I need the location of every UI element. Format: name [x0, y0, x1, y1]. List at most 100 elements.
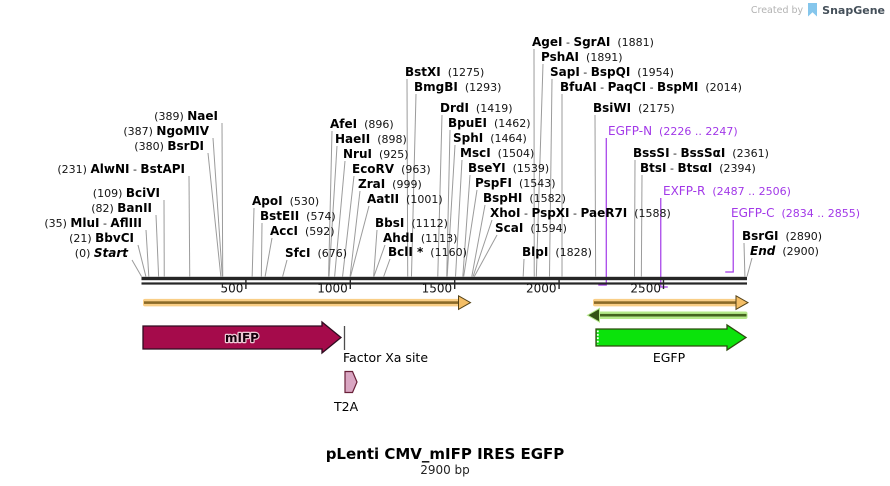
- feature-factor-xa-site[interactable]: Factor Xa site: [343, 326, 428, 365]
- svg-text:(231) AlwNI - BstAPI: (231) AlwNI - BstAPI: [57, 162, 185, 176]
- site-line-xhoi: [472, 219, 493, 277]
- site-label-btsi[interactable]: BtsI - BtsαI (2394): [640, 161, 756, 175]
- site-label-blpi[interactable]: BlpI (1828): [522, 245, 592, 259]
- site-label-bfuai[interactable]: BfuAI - PaqCI - BspMI (2014): [560, 80, 742, 94]
- site-label-bcli[interactable]: BclI * (1160): [388, 245, 467, 259]
- site-label-bseyi[interactable]: BseYI (1539): [468, 161, 549, 175]
- svg-text:BstXI (1275): BstXI (1275): [405, 65, 484, 79]
- site-label-bbsi[interactable]: BbsI (1112): [375, 216, 448, 230]
- svg-text:HaeII (898): HaeII (898): [335, 132, 407, 146]
- site-line-blpi: [522, 258, 525, 277]
- site-label-bbvci[interactable]: (21) BbvCI: [69, 231, 134, 245]
- feature-egfp[interactable]: EGFP: [595, 323, 748, 365]
- site-label-drdi[interactable]: DrdI (1419): [440, 101, 513, 115]
- site-line-bmgbi: [410, 93, 417, 277]
- site-label-acci[interactable]: AccI (592): [270, 224, 335, 238]
- ruler-line-top: [141, 276, 747, 281]
- site-label-bstxi[interactable]: BstXI (1275): [405, 65, 484, 79]
- plasmid-title: pLenti CMV_mIFP IRES EGFP: [325, 445, 565, 463]
- primer-label-egfp-n[interactable]: EGFP-N (2226 .. 2247): [608, 124, 738, 138]
- svg-text:BbsI (1112): BbsI (1112): [375, 216, 448, 230]
- svg-text:BsiWI (2175): BsiWI (2175): [593, 101, 675, 115]
- site-line-bsiwi: [594, 114, 597, 277]
- svg-text:EGFP-C (2834 .. 2855): EGFP-C (2834 .. 2855): [731, 206, 860, 220]
- site-label-banii[interactable]: (82) BanII: [91, 201, 152, 215]
- site-line-afei: [328, 130, 333, 277]
- site-label-nrui[interactable]: NruI (925): [343, 147, 409, 161]
- primer-label-exfp-r[interactable]: EXFP-R (2487 .. 2506): [663, 184, 791, 198]
- plasmid-length: 2900 bp: [420, 463, 470, 477]
- svg-text:BstEII (574): BstEII (574): [260, 209, 336, 223]
- site-label-sfci[interactable]: SfcI (676): [285, 246, 347, 260]
- site-label-ahdi[interactable]: AhdI (1113): [383, 231, 457, 245]
- svg-text:(82) BanII: (82) BanII: [91, 201, 152, 215]
- site-label-xhoi[interactable]: XhoI - PspXI - PaeR7I (1588): [490, 206, 671, 220]
- site-label-scai[interactable]: ScaI (1594): [495, 221, 567, 235]
- site-label-aatii[interactable]: AatII (1001): [367, 192, 443, 206]
- site-label-apoi[interactable]: ApoI (530): [252, 194, 319, 208]
- site-label-afei[interactable]: AfeI (896): [330, 117, 394, 131]
- svg-text:BmgBI (1293): BmgBI (1293): [414, 80, 501, 94]
- site-label-bsssi[interactable]: BssSI - BssSαI (2361): [633, 146, 769, 160]
- site-line-nrui: [334, 160, 346, 277]
- site-label-sapi[interactable]: SapI - BspQI (1954): [550, 65, 674, 79]
- feature-label-egfp: EGFP: [653, 350, 686, 365]
- site-label-bsrdi[interactable]: (380) BsrDI: [134, 139, 204, 153]
- site-label-sphi[interactable]: SphI (1464): [453, 131, 527, 145]
- site-line-bsrdi: [207, 152, 222, 277]
- svg-text:AhdI (1113): AhdI (1113): [383, 231, 457, 245]
- site-line-bbsi: [373, 229, 378, 277]
- site-label-bsrgi[interactable]: BsrGI (2890): [742, 229, 822, 243]
- site-label-agei[interactable]: AgeI - SgrAI (1881): [532, 35, 654, 49]
- orf-arrowhead: [458, 294, 472, 311]
- feature-orf-egfp-frame[interactable]: [593, 294, 750, 311]
- site-label-end[interactable]: End (2900): [750, 244, 819, 258]
- orf-core-line: [144, 301, 459, 304]
- site-line-scai: [473, 234, 498, 277]
- site-label-pspfi[interactable]: PspFI (1543): [475, 176, 556, 190]
- feature-orf-upstream[interactable]: [143, 294, 472, 311]
- site-line-aatii: [350, 205, 370, 277]
- svg-text:BpuEI (1462): BpuEI (1462): [448, 116, 531, 130]
- site-label-pshai[interactable]: PshAI (1891): [541, 50, 623, 64]
- site-label-haeii[interactable]: HaeII (898): [335, 132, 407, 146]
- orf-core-line: [594, 301, 736, 304]
- site-label-zrai[interactable]: ZraI (999): [358, 177, 422, 191]
- svg-text:BlpI (1828): BlpI (1828): [522, 245, 592, 259]
- site-line-alwni: [188, 175, 191, 277]
- site-label-msci[interactable]: MscI (1504): [460, 146, 534, 160]
- site-label-bsiwi[interactable]: BsiWI (2175): [593, 101, 675, 115]
- svg-text:SfcI (676): SfcI (676): [285, 246, 347, 260]
- gene-arrow-shape: [595, 323, 748, 352]
- site-label-alwni[interactable]: (231) AlwNI - BstAPI: [57, 162, 185, 176]
- svg-text:AfeI (896): AfeI (896): [330, 117, 394, 131]
- site-label-bsphi[interactable]: BspHI (1582): [483, 191, 566, 205]
- svg-text:BtsI - BtsαI (2394): BtsI - BtsαI (2394): [640, 161, 756, 175]
- site-line-end: [746, 257, 753, 277]
- svg-text:ScaI (1594): ScaI (1594): [495, 221, 567, 235]
- svg-text:(389) NaeI: (389) NaeI: [154, 109, 218, 123]
- feature-orf-reverse[interactable]: [586, 307, 748, 323]
- site-label-bcivi[interactable]: (109) BciVI: [93, 186, 160, 200]
- primer-label-egfp-c[interactable]: EGFP-C (2834 .. 2855): [731, 206, 860, 220]
- site-label-bmgbi[interactable]: BmgBI (1293): [414, 80, 501, 94]
- ruler-line-bottom: [141, 282, 747, 285]
- site-label-mlui[interactable]: (35) MluI - AflIII: [44, 216, 142, 230]
- ruler-tick-label-1500: 1500: [422, 282, 453, 296]
- site-label-bsteii[interactable]: BstEII (574): [260, 209, 336, 223]
- site-label-ngomiv[interactable]: (387) NgoMIV: [123, 124, 209, 138]
- site-label-bpuei[interactable]: BpuEI (1462): [448, 116, 531, 130]
- site-label-ecorv[interactable]: EcoRV (963): [352, 162, 431, 176]
- svg-text:XhoI - PspXI - PaeR7I (1588): XhoI - PspXI - PaeR7I (1588): [490, 206, 671, 220]
- site-label-start[interactable]: (0) Start: [75, 246, 129, 260]
- site-line-sphi: [446, 144, 456, 277]
- svg-text:NruI (925): NruI (925): [343, 147, 409, 161]
- site-label-naei[interactable]: (389) NaeI: [154, 109, 218, 123]
- site-line-naei: [221, 122, 224, 277]
- site-line-bbvci: [137, 244, 147, 277]
- feature-t2a[interactable]: T2A: [333, 370, 359, 415]
- feature-label-factor-xa-site: Factor Xa site: [343, 350, 428, 365]
- feature-mifp[interactable]: mIFP: [142, 320, 343, 355]
